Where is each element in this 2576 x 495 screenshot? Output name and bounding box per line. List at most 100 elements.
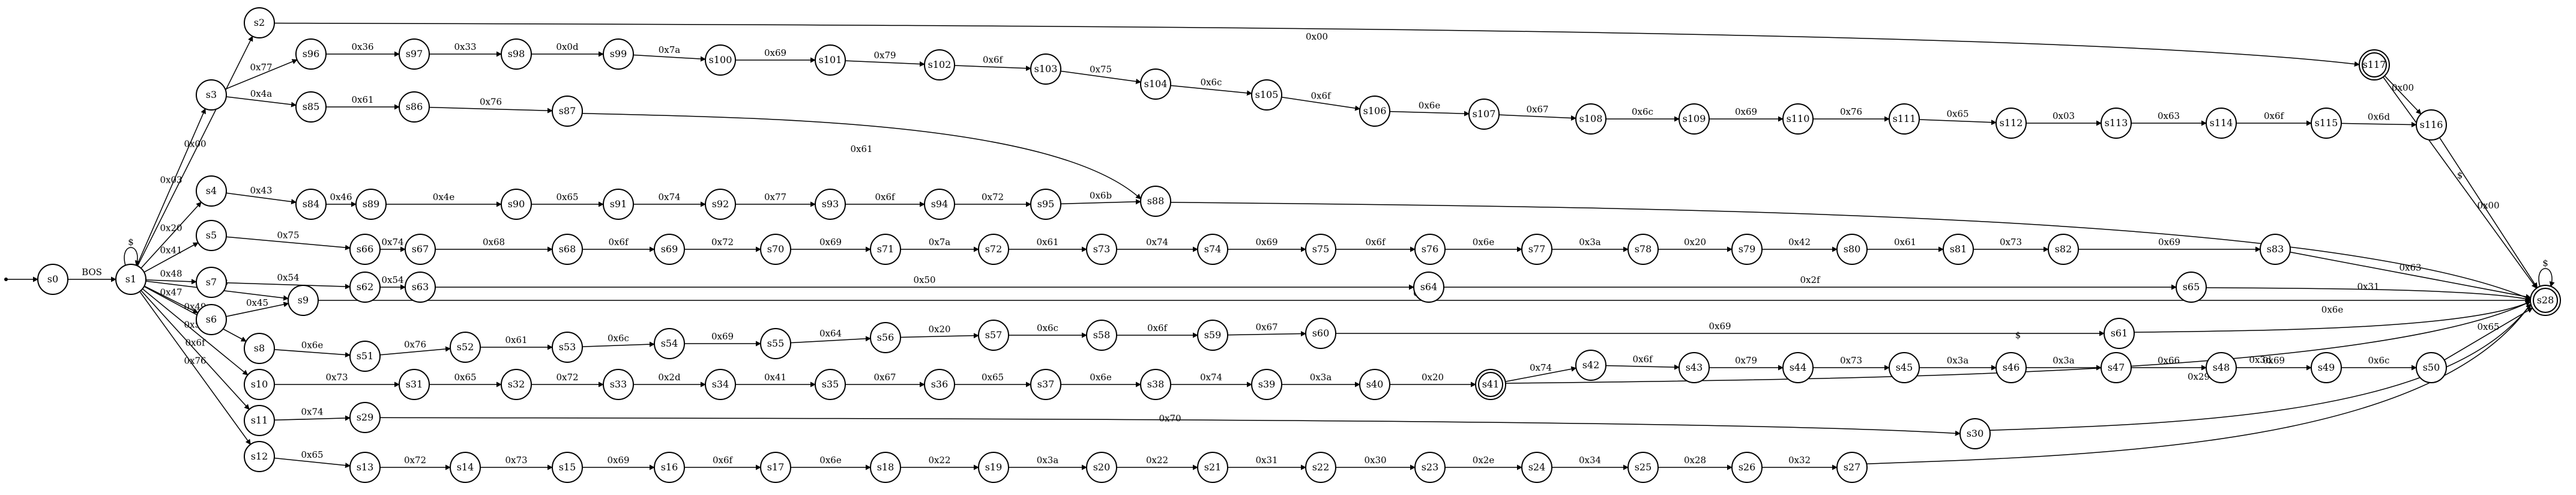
transition-s109-s110: 0x69 bbox=[1709, 106, 1784, 122]
transition-label: 0x41 bbox=[160, 245, 182, 256]
state-label: s80 bbox=[1844, 243, 1861, 255]
state-label: s116 bbox=[2420, 119, 2443, 130]
transition-arrow bbox=[226, 192, 297, 205]
state-circle bbox=[349, 402, 381, 433]
state-circle bbox=[1140, 186, 1171, 217]
state-label: s91 bbox=[610, 198, 627, 210]
transition-s101-s102: 0x79 bbox=[845, 50, 925, 67]
state-label: s78 bbox=[1635, 243, 1652, 255]
transition-arrow bbox=[136, 108, 206, 266]
state-circle bbox=[2101, 352, 2132, 383]
state-label: s6 bbox=[206, 314, 217, 325]
state-s6: s6 bbox=[196, 304, 227, 335]
transition-s93-s94: 0x6f bbox=[845, 192, 925, 207]
state-s103: s103 bbox=[1030, 53, 1061, 85]
state-s44: s44 bbox=[1782, 352, 1814, 383]
state-label: s51 bbox=[357, 350, 374, 362]
transition-arrow bbox=[142, 288, 249, 375]
transition-label: 0x74 bbox=[381, 237, 403, 248]
state-label: s31 bbox=[406, 378, 423, 390]
state-s116: s116 bbox=[2416, 109, 2447, 141]
state-circle bbox=[1575, 350, 1606, 381]
transition-label: 0x65 bbox=[301, 449, 323, 460]
transition-s1-s11: 0x6f bbox=[140, 290, 250, 410]
state-s87: s87 bbox=[552, 96, 583, 127]
state-s109: s109 bbox=[1679, 103, 1710, 135]
state-s10: s10 bbox=[244, 369, 275, 400]
state-label: s18 bbox=[877, 461, 894, 473]
transition-s33-s34: 0x2d bbox=[633, 372, 706, 387]
state-label: s61 bbox=[2111, 327, 2128, 339]
state-s96: s96 bbox=[295, 38, 327, 70]
state-circle bbox=[295, 189, 327, 220]
state-s115: s115 bbox=[2311, 108, 2342, 139]
state-circle bbox=[1305, 318, 1336, 349]
transition-s25-s26: 0x28 bbox=[1658, 455, 1733, 470]
state-label: s107 bbox=[1473, 108, 1496, 120]
state-label: s98 bbox=[508, 48, 525, 59]
state-s8: s8 bbox=[244, 333, 275, 364]
state-circle bbox=[1627, 452, 1659, 483]
transition-label: 0x47 bbox=[160, 287, 182, 298]
state-label: s46 bbox=[2003, 362, 2020, 373]
state-s57: s57 bbox=[978, 320, 1009, 351]
state-s55: s55 bbox=[760, 328, 791, 359]
state-s27: s27 bbox=[1836, 452, 1868, 483]
transition-label: 0x65 bbox=[1946, 109, 1968, 120]
transition-s1-s4: 0x20 bbox=[140, 201, 202, 269]
state-label: s13 bbox=[357, 461, 374, 473]
state-circle bbox=[1782, 352, 1814, 383]
transition-arrow bbox=[140, 201, 202, 269]
transition-label: 0x66 bbox=[2158, 355, 2180, 366]
state-label: s55 bbox=[767, 338, 785, 349]
transition-arrow bbox=[1866, 303, 2532, 464]
state-label: s53 bbox=[559, 341, 576, 353]
state-label: s4 bbox=[206, 185, 217, 196]
transition-label: 0x6c bbox=[608, 333, 629, 344]
state-circle bbox=[552, 96, 583, 127]
transition-arrow bbox=[2384, 75, 2422, 115]
transition-s3-s96: 0x77 bbox=[225, 59, 298, 90]
transition-label: 0x48 bbox=[160, 269, 182, 279]
transition-label: 0x6e bbox=[1090, 372, 1112, 383]
state-circle bbox=[705, 369, 736, 400]
state-s22: s22 bbox=[1305, 452, 1336, 483]
state-s88: s88 bbox=[1140, 186, 1171, 217]
transition-s96-s97: 0x36 bbox=[326, 41, 400, 57]
transition-label: 0x7a bbox=[929, 237, 951, 248]
transition-s112-s113: 0x03 bbox=[2026, 111, 2102, 126]
transition-arrow bbox=[2341, 121, 2417, 127]
state-label: s89 bbox=[363, 198, 380, 210]
state-s31: s31 bbox=[399, 369, 430, 400]
state-s39: s39 bbox=[1251, 369, 1282, 400]
transition-arrow bbox=[1498, 114, 1576, 121]
state-circle bbox=[552, 332, 583, 363]
transition-label: 0x73 bbox=[505, 455, 527, 466]
state-s107: s107 bbox=[1468, 99, 1500, 130]
state-circle bbox=[870, 322, 901, 353]
transition-label: 0x31 bbox=[2357, 281, 2379, 292]
transition-arrow bbox=[225, 59, 298, 90]
transition-label: 0x74 bbox=[301, 407, 323, 418]
state-s19: s19 bbox=[978, 452, 1009, 483]
state-circle bbox=[501, 38, 532, 70]
state-circle bbox=[244, 333, 275, 364]
state-s105: s105 bbox=[1251, 79, 1282, 111]
transition-label: 0x74 bbox=[1530, 362, 1552, 373]
transition-arrow bbox=[1227, 331, 1306, 337]
state-circle bbox=[1521, 234, 1552, 265]
transition-s31-s32: 0x65 bbox=[429, 372, 502, 387]
state-circle bbox=[501, 369, 532, 400]
transition-s74-s75: 0x69 bbox=[1228, 237, 1306, 252]
transition-arrow bbox=[124, 247, 140, 266]
transition-s70-s71: 0x69 bbox=[791, 237, 871, 252]
transition-s61-s28: 0x6e bbox=[2134, 301, 2531, 333]
state-s62: s62 bbox=[349, 272, 381, 303]
state-circle bbox=[399, 369, 430, 400]
state-label: s103 bbox=[1034, 63, 1058, 74]
transition-label: 0x76 bbox=[1840, 106, 1862, 117]
state-label: s47 bbox=[2108, 362, 2125, 373]
transition-s68-s69: 0x6f bbox=[582, 237, 655, 252]
transition-s29-s30: 0x70 bbox=[379, 413, 1961, 436]
transition-s87-s88: 0x61 bbox=[582, 113, 1141, 199]
